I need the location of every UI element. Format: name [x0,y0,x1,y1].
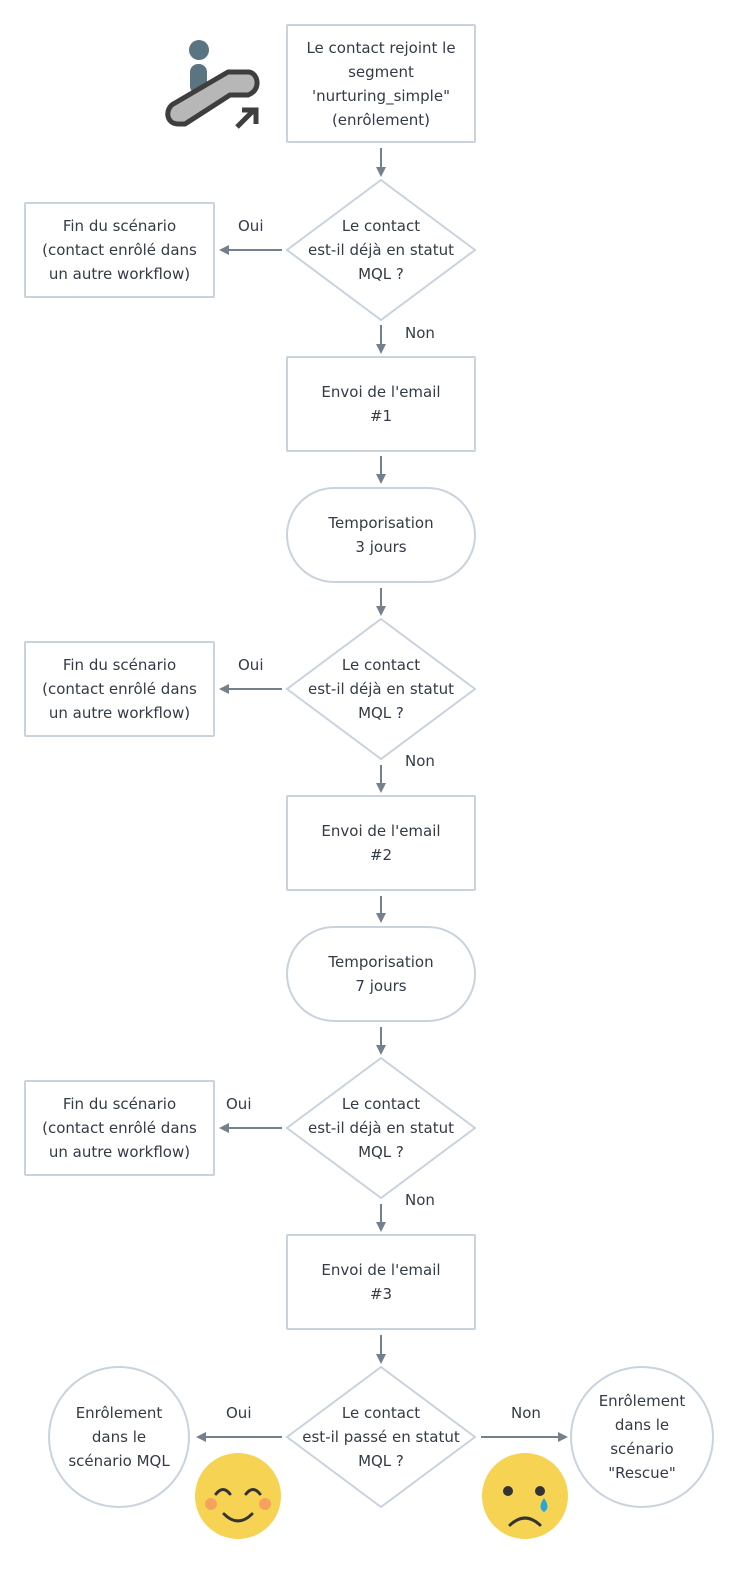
decision-1: Le contact est-il déjà en statut MQL ? [287,180,475,320]
delay-box-1: Temporisation 3 jours [286,487,476,583]
decision-2-no-label: Non [405,752,435,770]
decision-2-yes-label: Oui [238,656,264,674]
email-box-2: Envoi de l'email #2 [286,795,476,891]
end-box-2-text: Fin du scénario (contact enrôlé dans un … [42,656,197,722]
result-rescue-circle: Enrôlement dans le scénario "Rescue" [570,1366,714,1508]
decision-1-yes-label: Oui [238,217,264,235]
delay-box-1-text: Temporisation 3 jours [328,514,434,556]
escalator-icon [165,40,260,129]
smiley-happy-icon [195,1453,281,1539]
start-box: Le contact rejoint le segment 'nurturing… [286,24,476,143]
result-rescue-text: Enrôlement dans le scénario "Rescue" [598,1392,686,1482]
email-box-1: Envoi de l'email #1 [286,356,476,452]
end-box-2: Fin du scénario (contact enrôlé dans un … [24,641,215,737]
decision-3-yes-label: Oui [226,1095,252,1113]
decision-1-shape [285,178,477,322]
decision-3-no-label: Non [405,1191,435,1209]
decision-final: Le contact est-il passé en statut MQL ? [287,1367,475,1507]
decision-final-shape [285,1365,477,1509]
decision-1-no-label: Non [405,324,435,342]
decision-final-text: Le contact est-il passé en statut MQL ? [302,1404,460,1470]
end-box-3-text: Fin du scénario (contact enrôlé dans un … [42,1095,197,1161]
email-box-1-text: Envoi de l'email #1 [321,383,441,425]
start-box-text: Le contact rejoint le segment 'nurturing… [306,38,456,129]
decision-3: Le contact est-il déjà en statut MQL ? [287,1058,475,1198]
end-box-1: Fin du scénario (contact enrôlé dans un … [24,202,215,298]
decision-2-text: Le contact est-il déjà en statut MQL ? [308,656,454,722]
delay-box-2: Temporisation 7 jours [286,926,476,1022]
decision-2-shape [285,617,477,761]
decision-2: Le contact est-il déjà en statut MQL ? [287,619,475,759]
decision-3-text: Le contact est-il déjà en statut MQL ? [308,1095,454,1161]
decision-1-text: Le contact est-il déjà en statut MQL ? [308,217,454,283]
email-box-2-text: Envoi de l'email #2 [321,822,441,864]
email-box-3: Envoi de l'email #3 [286,1234,476,1330]
final-no-label: Non [511,1404,541,1422]
delay-box-2-text: Temporisation 7 jours [328,953,434,995]
email-box-3-text: Envoi de l'email #3 [321,1261,441,1303]
decision-3-shape [285,1056,477,1200]
result-mql-circle: Enrôlement dans le scénario MQL [48,1366,190,1508]
result-mql-text: Enrôlement dans le scénario MQL [68,1404,170,1470]
end-box-1-text: Fin du scénario (contact enrôlé dans un … [42,217,197,283]
end-box-3: Fin du scénario (contact enrôlé dans un … [24,1080,215,1176]
final-yes-label: Oui [226,1404,252,1422]
smiley-crying-icon [482,1453,568,1539]
